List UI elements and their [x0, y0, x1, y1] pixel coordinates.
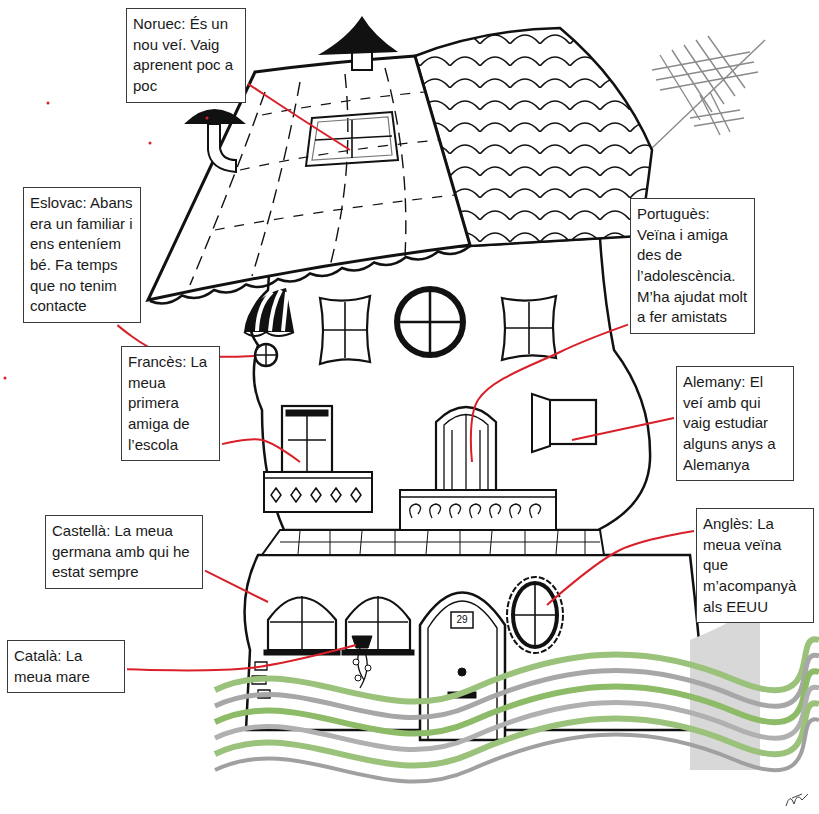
callout-box: Alemany: El veí amb qui vaig estudiar al…	[676, 366, 794, 481]
oval-window	[507, 577, 563, 653]
callout-text: Alemany: El veí amb qui vaig estudiar al…	[683, 372, 787, 475]
red-dots	[4, 102, 152, 380]
awning	[244, 288, 294, 366]
antenna	[650, 36, 765, 150]
leader-line	[222, 439, 300, 462]
signature	[786, 794, 808, 806]
callout-text: Portuguès: Veïna i amiga des de l’adoles…	[637, 204, 748, 328]
upper-windows	[320, 289, 556, 364]
callout-text: Castellà: La meua germana amb qui he est…	[52, 521, 196, 583]
grass	[215, 600, 819, 782]
stone-band	[262, 530, 604, 555]
lower-windows	[252, 596, 414, 698]
leader-line	[471, 325, 628, 462]
callout-text: Català: La meua mare	[14, 646, 118, 687]
leader-line	[248, 84, 350, 150]
callout-box: Noruec: És un nou veí. Vaig aprenent poc…	[126, 8, 246, 103]
callout-box: Portuguès: Veïna i amiga des de l’adoles…	[630, 198, 755, 334]
callout-box: Francès: La meua primera amiga de l’esco…	[121, 346, 220, 461]
callout-box: Eslovac: Abans era un familiar i ens ent…	[23, 187, 141, 323]
left-balcony	[264, 406, 372, 512]
callout-text: Francès: La meua primera amiga de l’esco…	[128, 352, 213, 455]
callout-text: Anglès: La meua veïna que m’acompanyà al…	[703, 514, 807, 617]
leader-line	[127, 645, 356, 670]
shutter-window	[532, 394, 596, 452]
callout-box: Castellà: La meua germana amb qui he est…	[45, 515, 203, 589]
callout-text: Noruec: És un nou veí. Vaig aprenent poc…	[133, 14, 239, 97]
leader-line	[205, 571, 268, 602]
leader-line	[572, 418, 674, 440]
skylight	[306, 112, 398, 166]
vent	[184, 109, 246, 172]
leader-line	[547, 531, 694, 605]
callout-box: Català: La meua mare	[7, 640, 125, 693]
house-upper-body	[250, 238, 650, 530]
door-number: 29	[451, 612, 473, 628]
chimney	[318, 16, 398, 70]
callout-box: Anglès: La meua veïna que m’acompanyà al…	[696, 508, 814, 623]
callout-text: Eslovac: Abans era un familiar i ens ent…	[30, 193, 134, 317]
